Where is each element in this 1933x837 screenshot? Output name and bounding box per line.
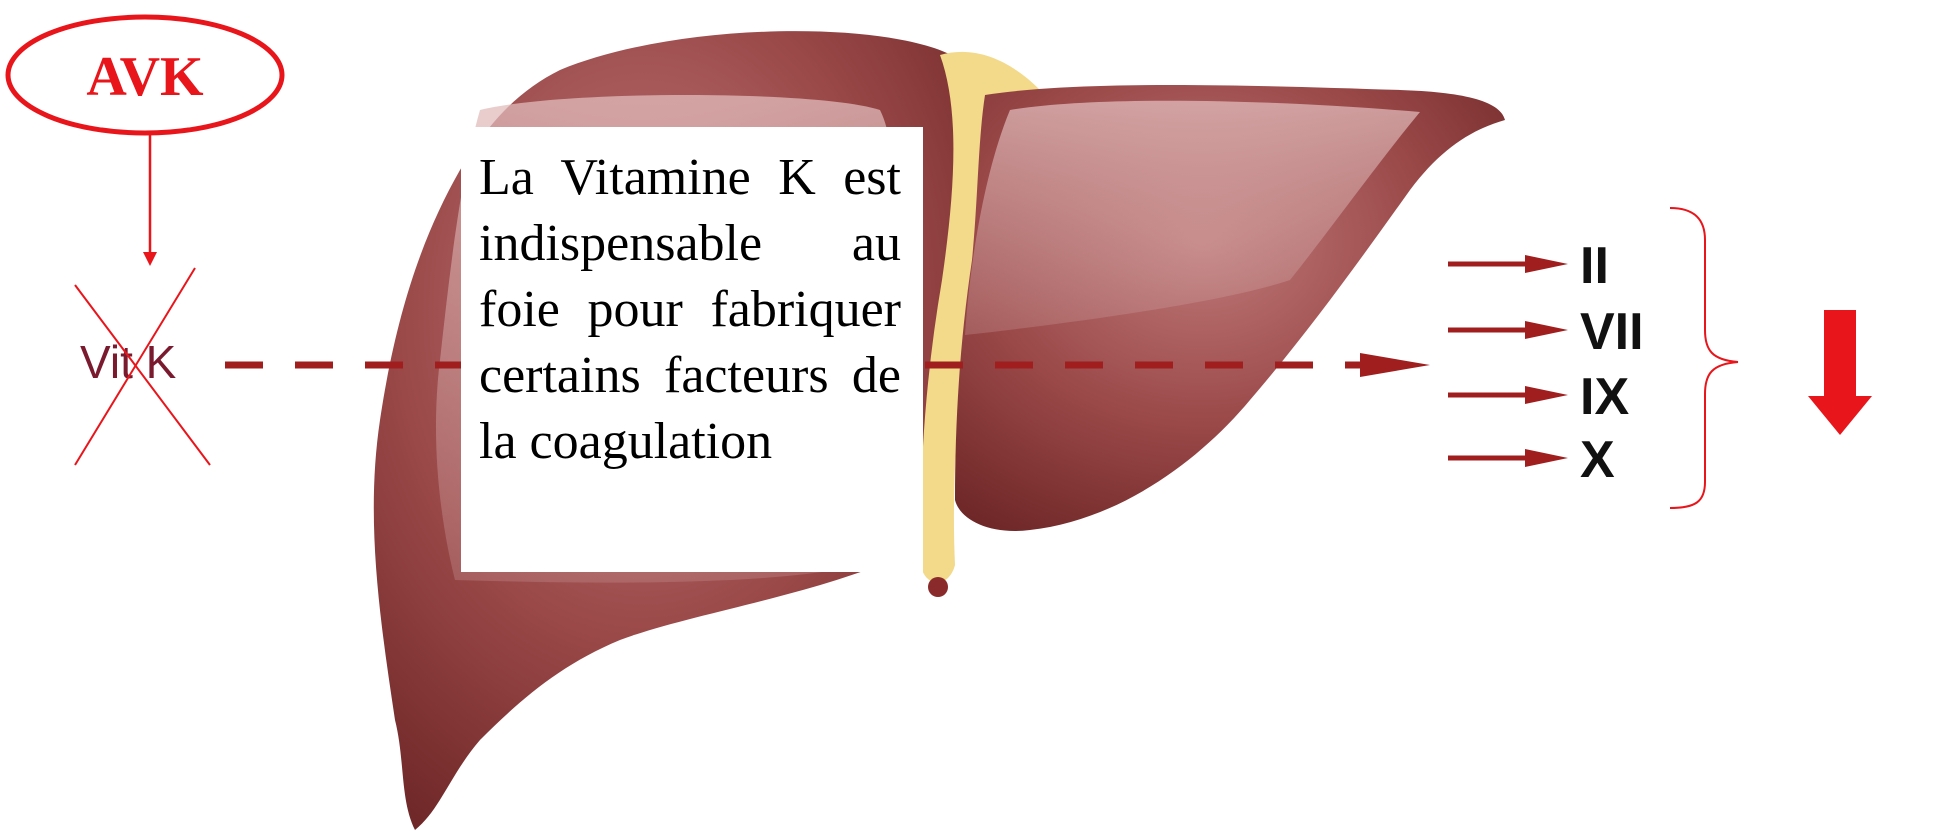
- curly-bracket: [1670, 208, 1738, 508]
- factor-arrows: [1448, 255, 1568, 467]
- info-text-box: La Vitamine K est indispensable au foie …: [461, 127, 923, 572]
- avk-arrow-head: [143, 252, 157, 266]
- factor-arrow-head: [1525, 386, 1568, 404]
- gallbladder-tip: [928, 577, 948, 597]
- factor-label-vii: VII: [1580, 303, 1644, 361]
- factor-arrow-head: [1525, 321, 1568, 339]
- dashed-arrow-head: [1360, 353, 1430, 377]
- factor-label-ii: II: [1580, 237, 1609, 295]
- factor-label-ix: IX: [1580, 368, 1629, 426]
- down-arrow-icon: [1808, 310, 1872, 435]
- factor-label-x: X: [1580, 431, 1615, 489]
- vitamin-k-label: Vit K: [80, 336, 177, 388]
- factor-arrow-head: [1525, 449, 1568, 467]
- factor-arrow-head: [1525, 255, 1568, 273]
- info-text: La Vitamine K est indispensable au foie …: [479, 149, 901, 470]
- avk-label: AVK: [86, 46, 204, 108]
